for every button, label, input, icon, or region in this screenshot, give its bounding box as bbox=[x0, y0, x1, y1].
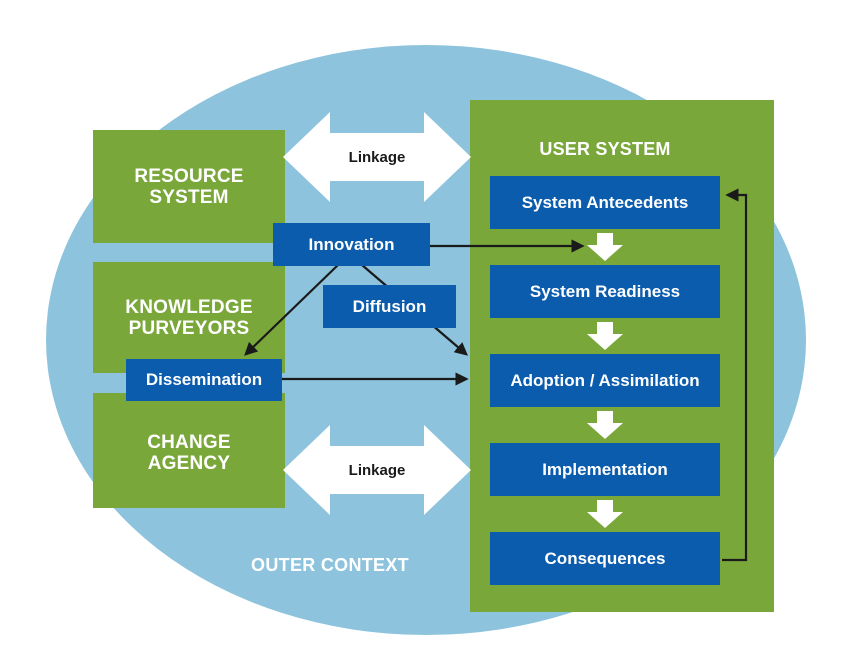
dissemination-box bbox=[126, 359, 282, 401]
linkage-arrow-bottom bbox=[283, 425, 471, 515]
resource-system-label: RESOURCE SYSTEM bbox=[134, 165, 244, 208]
innovation-label: Innovation bbox=[308, 234, 395, 254]
linkage-label-bottom: Linkage bbox=[348, 461, 406, 479]
linkage-arrow-top bbox=[283, 112, 471, 202]
flow-arrow-1 bbox=[587, 233, 623, 261]
stage-label-implementation: Implementation bbox=[542, 459, 668, 479]
stage-box-readiness bbox=[490, 265, 720, 318]
stage-label-readiness: System Readiness bbox=[529, 281, 681, 301]
flow-arrow-3 bbox=[587, 411, 623, 439]
linkage-label-top: Linkage bbox=[348, 148, 406, 166]
diffusion-box bbox=[323, 285, 456, 328]
change-agency-label: CHANGE AGENCY bbox=[147, 431, 231, 474]
innovation-box bbox=[273, 223, 430, 266]
stage-label-consequences: Consequences bbox=[544, 548, 666, 568]
dissemination-label: Dissemination bbox=[145, 370, 263, 389]
stage-label-antecedents: System Antecedents bbox=[521, 192, 689, 212]
stage-box-consequences bbox=[490, 532, 720, 585]
flow-arrow-2 bbox=[587, 322, 623, 350]
innovation-to-dissemination-arrow bbox=[244, 264, 339, 356]
change-agency-block bbox=[93, 393, 285, 508]
feedback-loop-arrow bbox=[722, 188, 748, 562]
stage-box-antecedents bbox=[490, 176, 720, 229]
stage-box-adoption bbox=[490, 354, 720, 407]
resource-system-block bbox=[93, 130, 285, 243]
outer-context-label: OUTER CONTEXT bbox=[251, 554, 409, 575]
user-system-title: USER SYSTEM bbox=[539, 138, 671, 159]
stage-label-adoption: Adoption / Assimilation bbox=[510, 370, 700, 390]
knowledge-purveyors-label: KNOWLEDGE PURVEYORS bbox=[125, 296, 253, 339]
flow-arrow-4 bbox=[587, 500, 623, 528]
diffusion-label: Diffusion bbox=[352, 296, 427, 316]
stage-box-implementation bbox=[490, 443, 720, 496]
